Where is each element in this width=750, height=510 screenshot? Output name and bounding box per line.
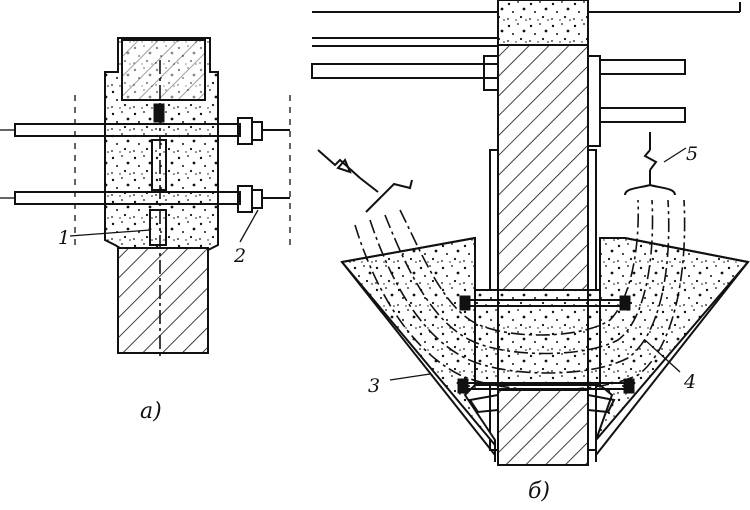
- callout-5: 5: [686, 143, 698, 165]
- tie-bolts: [0, 117, 290, 213]
- callout-1: 1: [58, 227, 70, 249]
- upper-pier-cap: [497, 0, 589, 46]
- caption-b: б): [528, 479, 550, 504]
- upper-pier: [497, 44, 589, 291]
- top-hatched-block: [121, 39, 206, 101]
- figure-a: 1 2 а): [0, 37, 291, 424]
- lower-pier: [497, 389, 589, 466]
- left-lead: [317, 149, 413, 213]
- callout-3: 3: [368, 375, 380, 397]
- callout-4: 4: [683, 371, 696, 393]
- caption-a: а): [140, 399, 162, 424]
- spacers: [149, 103, 167, 246]
- right-lead: [624, 132, 676, 196]
- concrete-mass: [474, 289, 601, 386]
- callout-2: 2: [233, 245, 246, 267]
- hatched-wall: [117, 247, 209, 354]
- heating-arcs: [354, 199, 686, 391]
- figure-b: 5 3 4 б): [311, 0, 750, 504]
